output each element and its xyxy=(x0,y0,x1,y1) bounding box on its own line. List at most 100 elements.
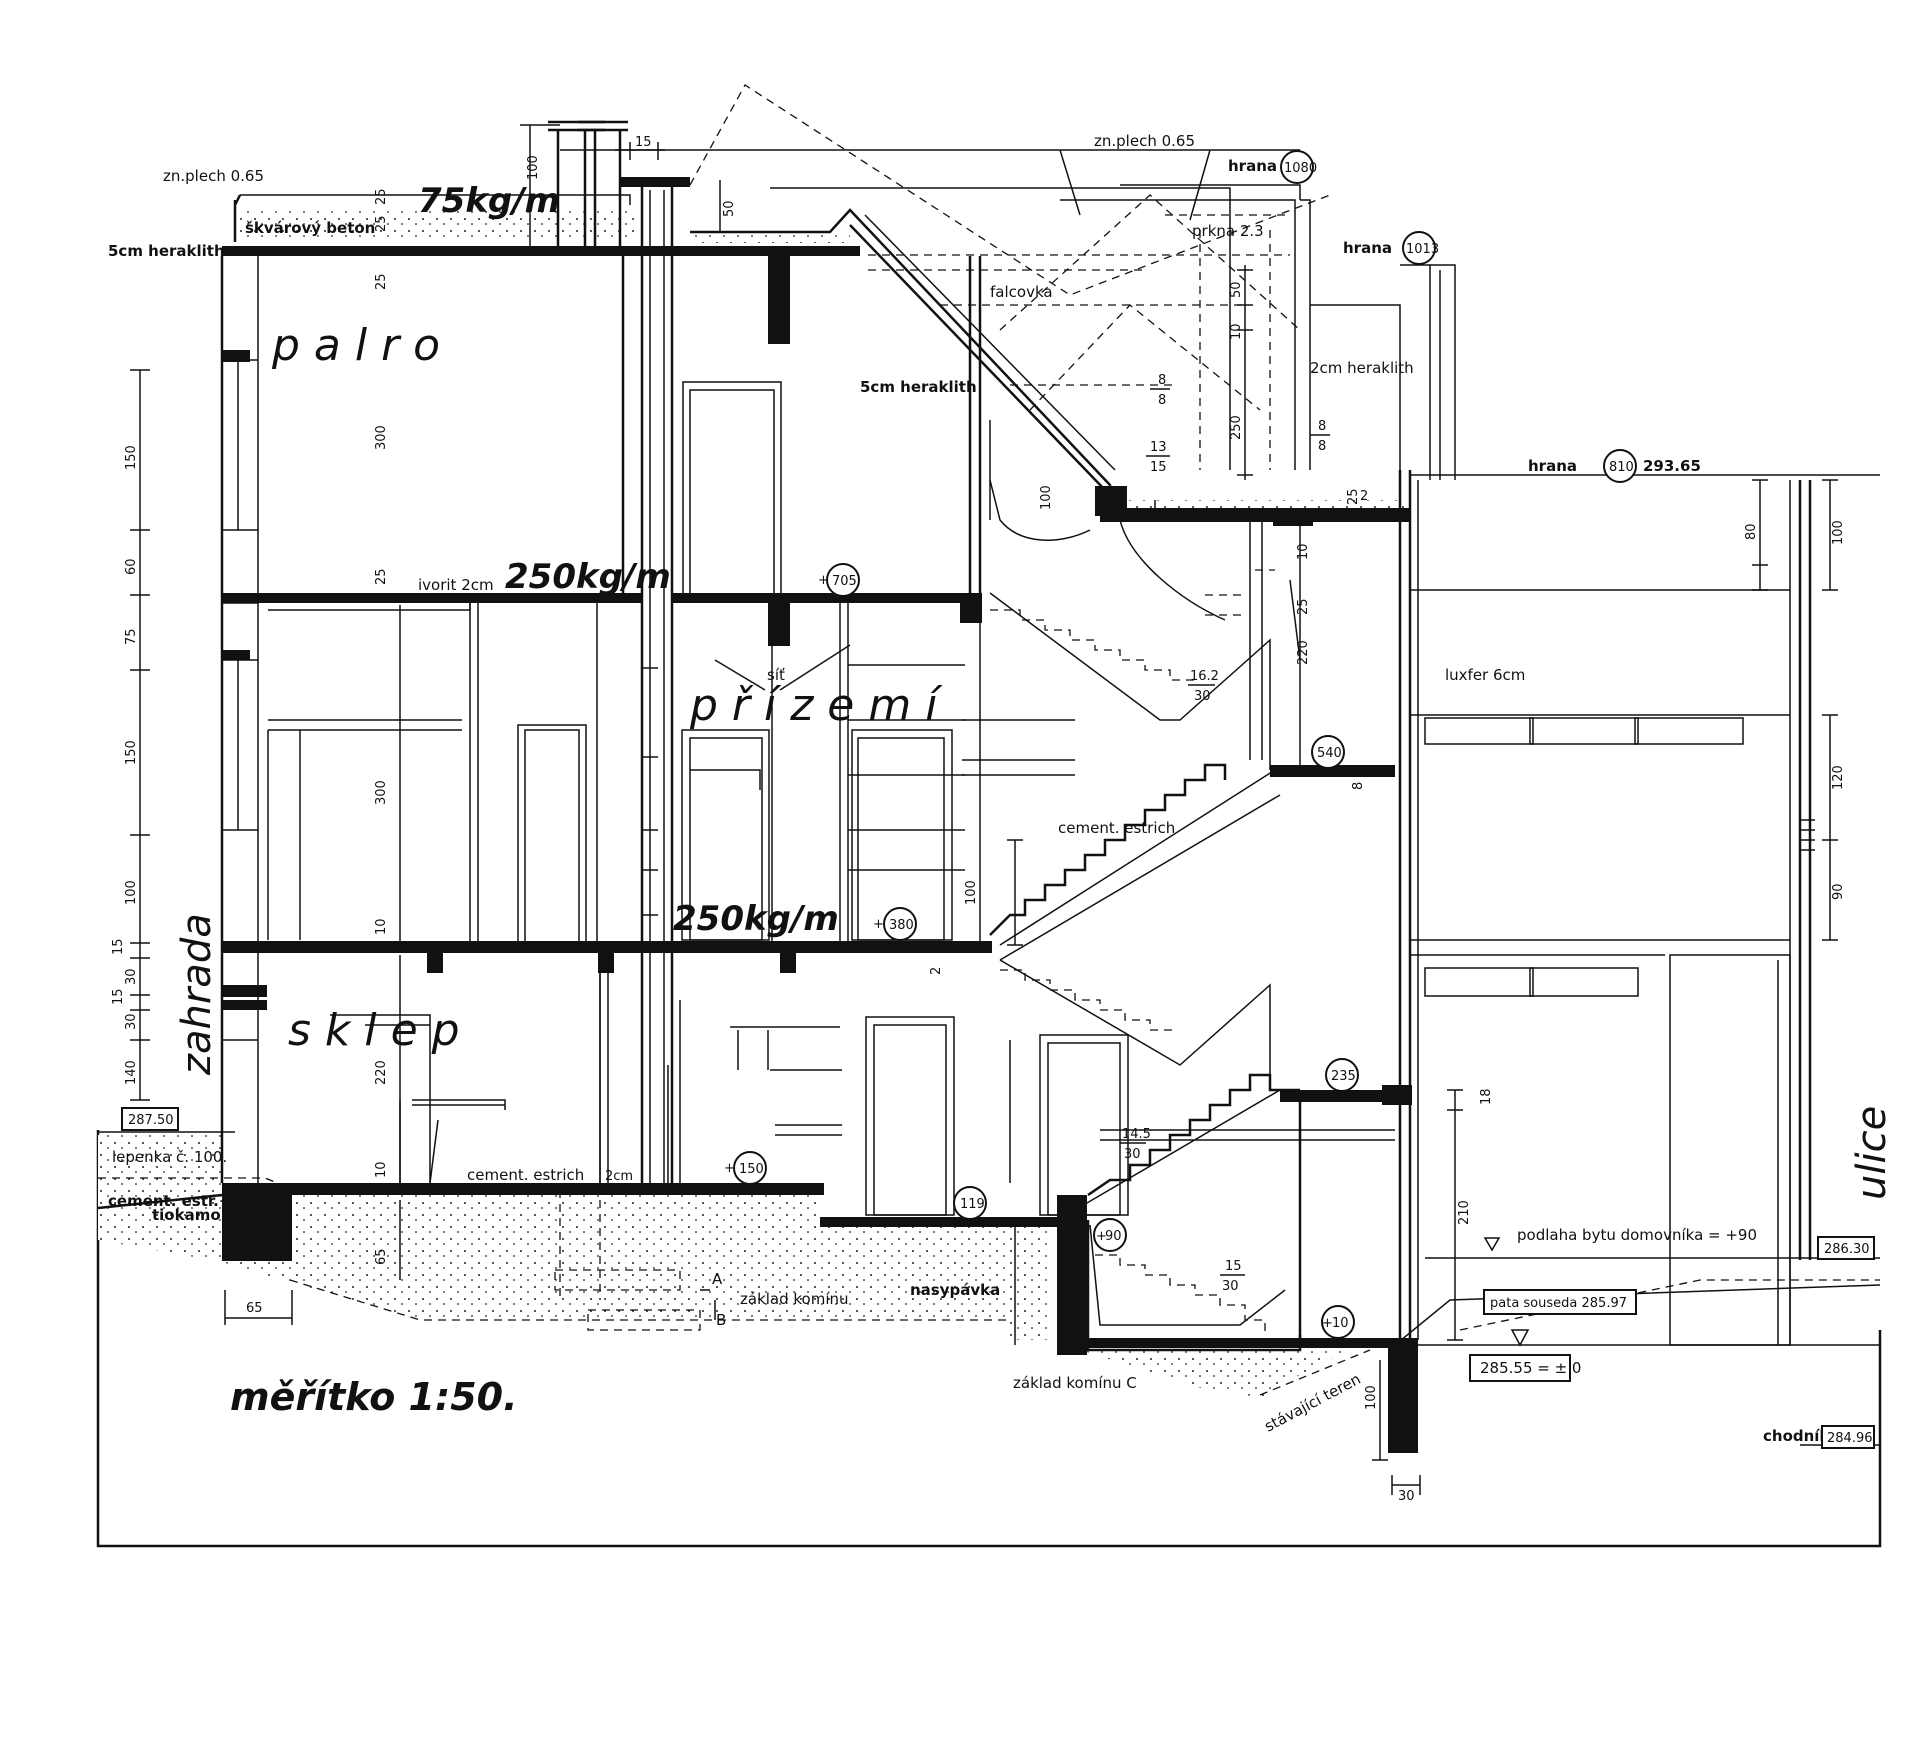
plus-705: + xyxy=(818,573,829,588)
heraklith-2cm: 2cm heraklith xyxy=(1310,359,1414,377)
stair-lower-tread: 30 xyxy=(1124,1147,1141,1162)
sit: síť xyxy=(767,666,785,684)
falcovka: falcovka xyxy=(990,283,1053,301)
dim-roof-50: 50 xyxy=(722,200,737,217)
dim-left-150: 150 xyxy=(124,445,139,470)
elev-chodnik: 284.96 xyxy=(1827,1431,1873,1446)
dim-rt-250: 250 xyxy=(1229,415,1244,440)
dim-base-220: 220 xyxy=(374,1060,389,1085)
elevation-boxes: 287.50 286.30 pata souseda 285.97 285.55… xyxy=(121,1107,1875,1449)
elev-zero: 285.55 = ± 0 xyxy=(1480,1359,1581,1377)
dimension-lines xyxy=(130,124,1838,1495)
luxfer: luxfer 6cm xyxy=(1445,666,1525,684)
podlaha: podlaha bytu domovníka = +90 xyxy=(1517,1226,1757,1244)
wall-outlines xyxy=(220,120,1880,1345)
dim-mid-8: 8 xyxy=(1351,782,1366,790)
hrana-3: hrana xyxy=(1528,457,1577,475)
elev-right-ground: 286.30 xyxy=(1824,1242,1870,1257)
ground-floor-label: p ř í z e m í xyxy=(689,680,943,731)
ground-floor-load: 250kg/m xyxy=(673,899,839,939)
dim-ground-300: 300 xyxy=(374,780,389,805)
dim-left-75: 75 xyxy=(124,628,139,645)
level-markers: 1080 1013 810 + 705 + 380 540 235 + 150 … xyxy=(724,150,1637,1339)
label-a: A xyxy=(712,1270,723,1288)
floor-slabs xyxy=(222,177,1410,1348)
roof xyxy=(233,84,1456,760)
lepenka: lepenka č. 100. xyxy=(112,1148,227,1166)
dim-base-10: 10 xyxy=(374,1161,389,1178)
ivorit: ivorit 2cm xyxy=(418,576,494,594)
staircases xyxy=(989,592,1400,1352)
zn-plech-right: zn.plech 0.65 xyxy=(1094,132,1195,150)
dim-left-140: 140 xyxy=(124,1060,139,1085)
dim-attic-300: 300 xyxy=(374,425,389,450)
dim-chimney-w: 15 xyxy=(635,135,652,150)
basement-label: s k l e p xyxy=(288,1005,460,1056)
prkna: prkna 2.3 xyxy=(1192,222,1264,240)
stair-base-riser: 15 xyxy=(1225,1259,1242,1274)
dim-found-100: 100 xyxy=(1364,1385,1379,1410)
dim-found-30: 30 xyxy=(1398,1489,1415,1504)
structural-walls xyxy=(222,256,1418,1453)
label-b: B xyxy=(716,1311,726,1329)
dim-mid-10: 10 xyxy=(1296,543,1311,560)
attic-floor-load: 250kg/m xyxy=(505,557,671,597)
dim-chimney-top: 100 xyxy=(526,155,541,180)
roof-load: 75kg/m xyxy=(418,181,560,221)
skvarovy-beton: škvárový beton xyxy=(245,219,375,237)
heraklith-top: 5cm heraklith xyxy=(108,242,225,260)
dim-stair-2: 2 xyxy=(929,967,944,975)
dim-r-120: 120 xyxy=(1831,765,1846,790)
chodnik: chodník xyxy=(1763,1427,1830,1445)
marker-540: 540 xyxy=(1317,746,1342,761)
ratio-c-top: 13 xyxy=(1150,440,1167,455)
zaklad-kominu-c: základ komínu C xyxy=(1013,1374,1137,1392)
hrana-3-value: 293.65 xyxy=(1643,457,1701,475)
nasypavka: nasypávka xyxy=(910,1281,1000,1299)
garden-label: zahrada xyxy=(174,913,220,1076)
marker-380: 380 xyxy=(889,918,914,933)
dim-r-80: 80 xyxy=(1744,523,1759,540)
marker-150: 150 xyxy=(739,1162,764,1177)
attic-label: p a l r o xyxy=(271,320,440,371)
stair-lower-riser: 14.5 xyxy=(1122,1127,1151,1142)
dim-stair-100b: 100 xyxy=(1039,485,1054,510)
dim-mid-220: 220 xyxy=(1296,640,1311,665)
cement-estr-left-1: cement. estr.+ xyxy=(108,1192,231,1210)
stair-upper-riser: 16.2 xyxy=(1190,669,1219,684)
marker-810: 810 xyxy=(1609,460,1634,475)
dim-attic-25b: 25 xyxy=(374,568,389,585)
soil-fill xyxy=(98,208,1410,1398)
dim-left-60: 60 xyxy=(124,558,139,575)
elev-pata-souseda: pata souseda 285.97 xyxy=(1490,1296,1627,1311)
marker-10: 10 xyxy=(1332,1316,1349,1331)
dim-right-2: 2 xyxy=(1360,489,1368,504)
dim-mid-25: 25 xyxy=(1296,598,1311,615)
ratio-c-bottom: 15 xyxy=(1150,460,1167,475)
zn-plech-left: zn.plech 0.65 xyxy=(163,167,264,185)
drawing-frame xyxy=(96,1130,1882,1548)
ratio-a-top: 8 xyxy=(1158,373,1166,388)
dim-ground-10: 10 xyxy=(374,918,389,935)
hrana-2: hrana xyxy=(1343,239,1392,257)
elev-left-ground: 287.50 xyxy=(128,1113,174,1128)
marker-1080: 1080 xyxy=(1284,161,1317,176)
marker-119: 119 xyxy=(960,1197,985,1212)
stair-base-tread: 30 xyxy=(1222,1279,1239,1294)
dim-left-30: 30 xyxy=(124,968,139,985)
stair-ratios: 16.2 30 14.5 30 15 30 8 8 8 8 13 15 xyxy=(1120,373,1330,1294)
dim-attic-25: 25 xyxy=(374,273,389,290)
dim-found-65: 65 xyxy=(246,1301,263,1316)
doors-windows xyxy=(267,381,1791,1346)
cement-estrich-floor: cement. estrich xyxy=(467,1166,584,1184)
dimension-numbers: 100 15 25 25 50 25 300 25 150 60 75 150 … xyxy=(111,135,1846,1504)
interior-lines xyxy=(268,603,1815,1331)
plus-90: + xyxy=(1096,1229,1107,1244)
dim-r-100: 100 xyxy=(1831,520,1846,545)
plus-380: + xyxy=(873,917,884,932)
dim-r-210: 210 xyxy=(1457,1200,1472,1225)
stair-upper-tread: 30 xyxy=(1194,689,1211,704)
ratio-b-top: 8 xyxy=(1318,419,1326,434)
dim-r-90: 90 xyxy=(1831,883,1846,900)
